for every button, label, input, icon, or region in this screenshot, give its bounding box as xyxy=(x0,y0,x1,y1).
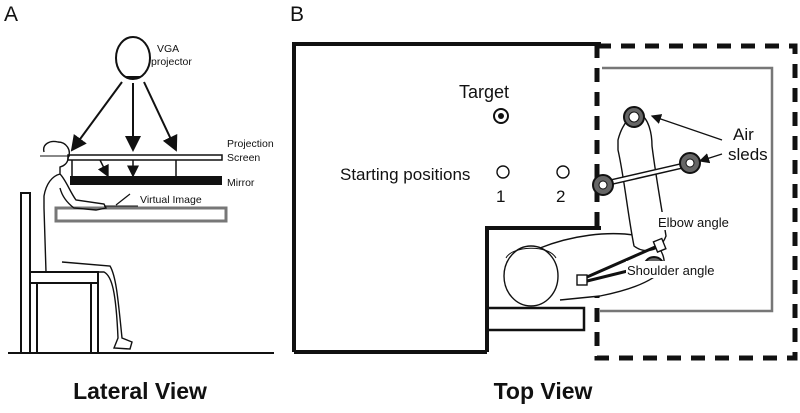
projector-label-line1: VGA xyxy=(157,43,179,55)
chair-back xyxy=(20,192,31,354)
target-label: Target xyxy=(459,82,509,102)
projection-screen xyxy=(67,154,223,161)
starting-positions-label: Starting positions xyxy=(340,165,470,184)
shoulder-angle-sensor xyxy=(576,274,588,286)
beam-right xyxy=(143,81,178,152)
air-sled-arrow-upper xyxy=(650,114,723,141)
air-sleds-label-line2: sleds xyxy=(728,145,768,164)
dashed-region xyxy=(594,43,798,361)
seated-person xyxy=(43,140,133,350)
elbow-label-bg xyxy=(658,212,736,230)
left-air-sled-inner xyxy=(598,180,608,190)
torso-chair xyxy=(487,306,586,332)
panel-b: B Target Starting positions 1 2 xyxy=(290,3,798,404)
shoulder-angle-label: Shoulder angle xyxy=(627,263,714,278)
sled-bar-inner xyxy=(602,162,691,186)
air-sled-arrow-lower xyxy=(698,153,723,164)
forearm xyxy=(617,113,667,252)
arm-frame xyxy=(600,66,774,313)
shoulder-label-bg xyxy=(626,261,726,278)
start-position-1-number: 1 xyxy=(496,187,505,206)
head xyxy=(503,245,559,307)
panel-a-letter: A xyxy=(4,3,18,26)
elbow-angle-sensor xyxy=(652,237,667,253)
virtual-image-label: Virtual Image xyxy=(140,194,202,206)
screen-label-line1: Projection xyxy=(227,138,274,150)
air-sleds-label-line1: Air xyxy=(733,125,754,144)
top-view-title: Top View xyxy=(494,378,593,404)
virtual-image-pointer xyxy=(115,193,131,206)
chair-front-leg-b xyxy=(90,282,99,354)
elbow-angle-label: Elbow angle xyxy=(658,215,729,230)
beam-left xyxy=(70,81,123,152)
table xyxy=(54,206,228,223)
start-position-2-number: 2 xyxy=(556,187,565,206)
panel-b-letter: B xyxy=(290,3,304,26)
screen-label-line2: Screen xyxy=(227,152,260,164)
mirror xyxy=(70,176,222,185)
hand-sled-inner xyxy=(628,111,640,123)
start-position-2-marker xyxy=(556,165,570,179)
target-center xyxy=(498,113,504,119)
reflection-line-2 xyxy=(97,159,109,178)
projector-icon xyxy=(115,36,151,80)
mirror-label: Mirror xyxy=(227,177,255,189)
lateral-view-title: Lateral View xyxy=(73,378,207,404)
start-position-1-marker xyxy=(496,165,510,179)
reflection-lines xyxy=(71,159,177,178)
chair-seat xyxy=(29,271,99,284)
chair-front-leg-a xyxy=(29,282,38,354)
right-air-sled-inner xyxy=(685,158,695,168)
projector-label-line2: projector xyxy=(151,56,192,68)
workspace-boundary xyxy=(292,42,601,354)
hair-line xyxy=(505,247,557,259)
panel-a: A VGA projector Projection Screen Mirror xyxy=(4,3,274,404)
elbow-angle-sensor-bar xyxy=(586,242,663,279)
projection-beams xyxy=(70,81,178,152)
